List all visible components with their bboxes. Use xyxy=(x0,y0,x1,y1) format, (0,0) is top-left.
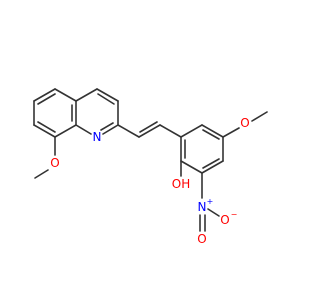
bond xyxy=(201,124,224,138)
atom-labels: N O O OH N + O − O xyxy=(50,116,249,246)
methoxy-oxygen-right-label: O xyxy=(240,116,249,130)
molecule-drawing: N O O OH N + O − O xyxy=(33,88,268,246)
bond xyxy=(100,122,114,131)
bond xyxy=(75,88,98,102)
bond xyxy=(251,111,268,122)
bond xyxy=(139,121,158,133)
bond xyxy=(37,93,56,105)
bond xyxy=(33,124,56,138)
bond xyxy=(75,124,92,135)
bond xyxy=(207,208,220,217)
bond xyxy=(201,160,224,174)
bond xyxy=(54,124,77,138)
bond xyxy=(117,124,140,138)
nitro-oxygen-down-label: O xyxy=(197,232,206,246)
bond xyxy=(102,124,119,135)
nitro-nitrogen-charge: + xyxy=(207,197,214,206)
methoxy-oxygen-left-label: O xyxy=(50,156,59,170)
bond xyxy=(97,93,115,105)
bond xyxy=(202,129,220,140)
bond xyxy=(202,158,220,169)
bond xyxy=(159,124,182,138)
bond xyxy=(34,169,49,179)
bond xyxy=(37,121,56,133)
structure-canvas: N O O OH N + O − O xyxy=(33,88,268,246)
bond xyxy=(54,88,77,102)
bond xyxy=(222,127,240,138)
bond xyxy=(180,160,203,174)
bond xyxy=(138,124,161,138)
bond-lines xyxy=(33,88,268,232)
bond xyxy=(33,88,56,102)
bond xyxy=(180,124,203,138)
nitro-nitrogen-label: N xyxy=(198,200,207,214)
hydroxyl-label: OH xyxy=(172,177,190,191)
quinoline-nitrogen-label: N xyxy=(93,130,102,144)
bond xyxy=(96,88,119,102)
nitro-oxygen-charge: − xyxy=(231,210,238,219)
nitro-oxygen-right-label: O xyxy=(220,213,229,227)
